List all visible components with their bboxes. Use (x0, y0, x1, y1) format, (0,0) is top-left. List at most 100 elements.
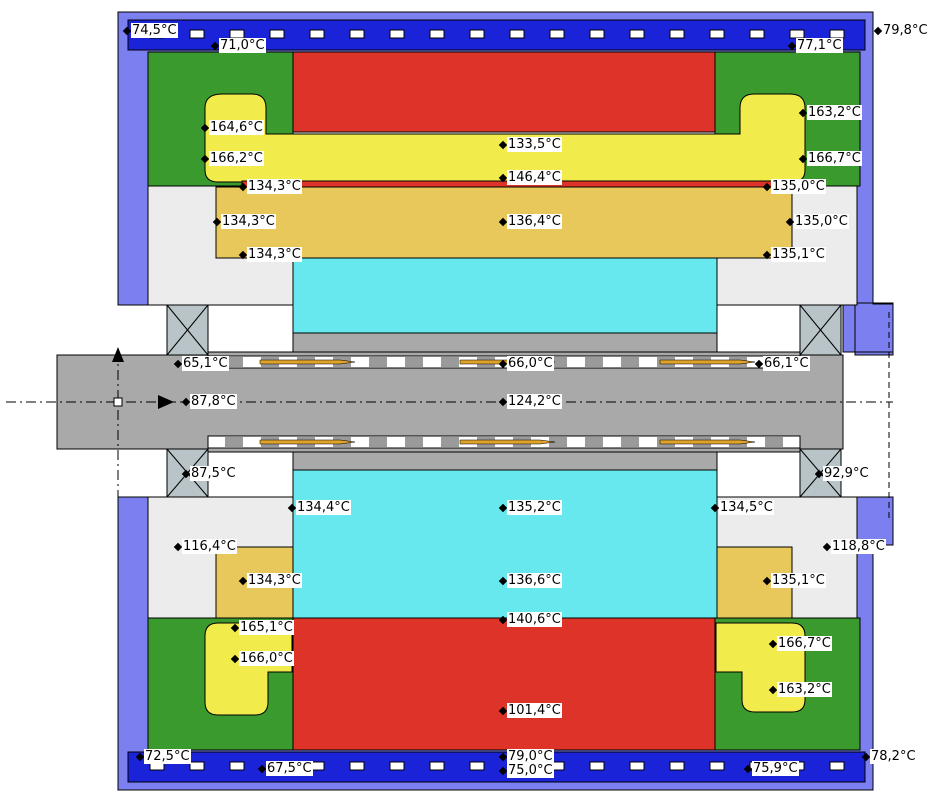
temperature-label: 166,7°C (807, 151, 862, 166)
cooling-channel-segment-top (469, 29, 485, 39)
cooling-channel-bottom (127, 751, 866, 783)
cooling-channel-segment-top (429, 29, 445, 39)
temperature-label: 124,2°C (507, 394, 562, 409)
temperature-label: 66,0°C (507, 356, 554, 371)
temperature-label: 77,1°C (796, 38, 843, 53)
bore-segment-upper (405, 357, 423, 367)
temperature-label: 79,8°C (882, 23, 929, 38)
temperature-label: 101,4°C (507, 703, 562, 718)
temperature-label: 134,4°C (296, 500, 351, 515)
cooling-channel-segment-top (349, 29, 365, 39)
cooling-channel-segment-top (269, 29, 285, 39)
cooling-channel-segment-top (389, 29, 405, 39)
stator-core-lower (292, 617, 716, 751)
cooling-channel-segment-top (669, 29, 685, 39)
bore-segment-lower (369, 437, 387, 447)
bore-segment-lower (765, 437, 783, 447)
rotor-upper (292, 257, 718, 334)
bore-segment-lower (621, 437, 639, 447)
coolant-flow-arrow-icon (259, 439, 356, 445)
temperature-label: 136,6°C (507, 573, 562, 588)
cooling-channel-segment-bottom (429, 761, 445, 771)
temperature-label: 87,8°C (190, 394, 237, 409)
cooling-channel-segment-bottom (349, 761, 365, 771)
temperature-label: 74,5°C (131, 23, 178, 38)
cooling-channel-segment-top (749, 29, 765, 39)
bore-segment-lower (405, 437, 423, 447)
cooling-channel-segment-top (549, 29, 565, 39)
cooling-channel-segment-top (309, 29, 325, 39)
temperature-label: 134,3°C (247, 247, 302, 262)
bearing-upper-right (799, 304, 842, 356)
temperature-label: 134,3°C (221, 214, 276, 229)
cooling-channel-segment-top (189, 29, 205, 39)
cooling-channel-segment-bottom (669, 761, 685, 771)
origin-marker-icon (113, 397, 123, 407)
temperature-label: 134,3°C (247, 573, 302, 588)
bore-segment-lower (549, 437, 567, 447)
temperature-label: 65,1°C (182, 356, 229, 371)
coolant-flow-arrow-icon (659, 359, 756, 365)
cooling-channel-segment-bottom (389, 761, 405, 771)
bore-segment-upper (549, 357, 567, 367)
temperature-label: 133,5°C (507, 137, 562, 152)
temperature-label: 92,9°C (823, 466, 870, 481)
temperature-label: 163,2°C (807, 105, 862, 120)
bore-segment-upper (585, 357, 603, 367)
temperature-label: 67,5°C (266, 761, 313, 776)
cooling-channel-segment-bottom (469, 761, 485, 771)
cooling-channel-segment-bottom (589, 761, 605, 771)
coil-lower-left (204, 622, 293, 716)
bore-segment-upper (441, 357, 459, 367)
cooling-channel-segment-top (629, 29, 645, 39)
temperature-label: 134,3°C (247, 179, 302, 194)
temperature-label: 78,2°C (870, 749, 917, 764)
temperature-label: 146,4°C (507, 170, 562, 185)
cooling-channel-segment-bottom (629, 761, 645, 771)
coil-upper (204, 93, 806, 183)
temperature-label: 140,6°C (507, 612, 562, 627)
cooling-channel-segment-bottom (709, 761, 725, 771)
temperature-label: 165,1°C (239, 620, 294, 635)
coolant-flow-arrow-icon (259, 359, 356, 365)
temperature-label: 79,0°C (507, 749, 554, 764)
temperature-label: 72,5°C (144, 749, 191, 764)
bearing-upper-left (166, 304, 209, 356)
cooling-channel-segment-top (789, 29, 805, 39)
temperature-label: 166,2°C (209, 151, 264, 166)
temperature-label: 75,9°C (752, 761, 799, 776)
temperature-label: 87,5°C (190, 466, 237, 481)
temperature-label: 166,7°C (777, 636, 832, 651)
temperature-label: 135,1°C (771, 573, 826, 588)
coolant-flow-arrow-icon (459, 439, 556, 445)
cooling-channel-segment-top (589, 29, 605, 39)
temperature-label: 135,0°C (771, 179, 826, 194)
rotor-lower (292, 469, 718, 619)
temperature-label: 71,0°C (219, 38, 266, 53)
temperature-label: 135,0°C (794, 214, 849, 229)
temperature-label: 166,0°C (239, 651, 294, 666)
bore-segment-upper (621, 357, 639, 367)
bore-segment-lower (225, 437, 243, 447)
temperature-label: 163,2°C (777, 682, 832, 697)
temperature-label: 134,5°C (719, 500, 774, 515)
cooling-channel-segment-top (229, 29, 245, 39)
coolant-flow-arrow-icon (659, 439, 756, 445)
bore-segment-lower (441, 437, 459, 447)
temperature-label: 135,1°C (771, 247, 826, 262)
axis-arrow-up-icon (112, 347, 124, 362)
cooling-channel-segment-bottom (829, 761, 845, 771)
temperature-label: 116,4°C (182, 539, 237, 554)
temperature-label: 136,4°C (507, 214, 562, 229)
bore-segment-lower (585, 437, 603, 447)
temperature-label: 164,6°C (209, 120, 264, 135)
cooling-channel-segment-top (709, 29, 725, 39)
cooling-channel-segment-bottom (189, 761, 205, 771)
cooling-channel-segment-top (509, 29, 525, 39)
cooling-channel-segment-bottom (229, 761, 245, 771)
temperature-label: 75,0°C (507, 763, 554, 778)
temperature-label: 66,1°C (763, 356, 810, 371)
bore-segment-upper (225, 357, 243, 367)
temperature-label: 118,8°C (831, 539, 886, 554)
